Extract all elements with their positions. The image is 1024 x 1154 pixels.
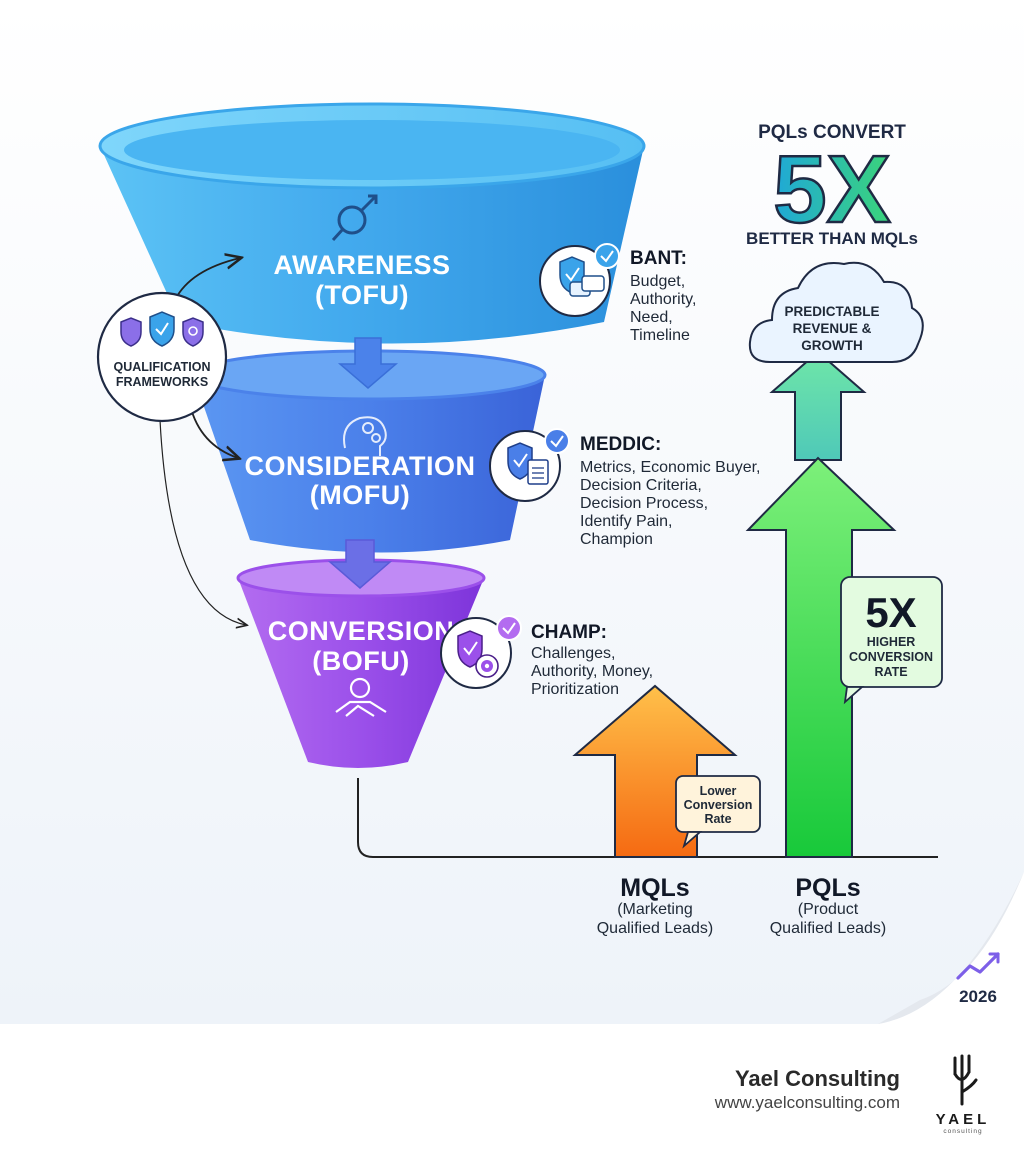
mql-arrow: Lower Conversion Rate bbox=[572, 684, 761, 858]
pql-callout-line: CONVERSION bbox=[849, 650, 933, 664]
qualification-label-line1: QUALIFICATION bbox=[114, 360, 211, 374]
check-badge-icon bbox=[594, 243, 620, 269]
framework-champ: CHAMP: Challenges, Authority, Money, Pri… bbox=[440, 615, 653, 698]
chat-icon bbox=[581, 275, 605, 292]
logo-sub: consulting bbox=[943, 1128, 982, 1135]
pql-callout bbox=[840, 576, 943, 688]
bant-line: Budget, bbox=[630, 273, 685, 290]
cloud-line: PREDICTABLE bbox=[784, 304, 879, 319]
analytics-search-icon bbox=[331, 194, 378, 242]
stage-sub-consideration: (MOFU) bbox=[310, 480, 410, 510]
brain-gear-icon bbox=[343, 416, 387, 456]
check-badge-icon bbox=[496, 615, 522, 641]
champ-line: Challenges, bbox=[531, 645, 616, 662]
champ-line: Authority, Money, bbox=[531, 663, 653, 680]
meddic-line: Decision Criteria, bbox=[580, 477, 702, 494]
pql-callout-line: HIGHER bbox=[867, 635, 916, 649]
shield-icon bbox=[457, 630, 483, 668]
funnel-baseline bbox=[357, 778, 938, 858]
pql-callout-big: 5X bbox=[865, 589, 916, 636]
meddic-line: Champion bbox=[580, 531, 653, 548]
mql-callout-line: Rate bbox=[704, 812, 731, 826]
stage-title-awareness: AWARENESS bbox=[273, 250, 450, 280]
mql-callout-line: Lower bbox=[700, 784, 737, 798]
pql-arrow: 5X HIGHER CONVERSION RATE bbox=[745, 456, 943, 858]
pql-line1: (Product bbox=[798, 901, 859, 918]
stage-title-conversion: CONVERSION bbox=[268, 616, 455, 646]
mql-callout bbox=[675, 775, 761, 833]
revenue-cloud: PREDICTABLE REVENUE & GROWTH bbox=[748, 261, 924, 363]
qualification-frameworks-badge: QUALIFICATION FRAMEWORKS bbox=[96, 258, 246, 625]
cloud-line: REVENUE & bbox=[793, 321, 872, 336]
year-badge: 2026 bbox=[956, 952, 1000, 1006]
page-curl bbox=[878, 872, 1024, 1024]
bant-title: BANT: bbox=[630, 248, 687, 269]
framework-bant: BANT: Budget, Authority, Need, Timeline bbox=[539, 243, 696, 344]
qualification-label-line2: FRAMEWORKS bbox=[116, 375, 208, 389]
headline-line2: BETTER THAN MQLs bbox=[746, 229, 918, 248]
funnel-stage-conversion: CONVERSION (BOFU) bbox=[236, 558, 486, 768]
headline-big: 5X bbox=[773, 136, 890, 243]
logo-text: YAEL bbox=[936, 1111, 991, 1128]
stage-sub-awareness: (TOFU) bbox=[315, 280, 409, 310]
funnel-stage-awareness: AWARENESS (TOFU) bbox=[98, 102, 646, 344]
document-icon bbox=[527, 459, 549, 485]
connector-to-conversion bbox=[159, 419, 246, 625]
champ-line: Prioritization bbox=[531, 681, 619, 698]
pql-callout-line: RATE bbox=[874, 665, 907, 679]
headline: PQLs CONVERT 5X BETTER THAN MQLs bbox=[746, 122, 918, 248]
trend-up-icon bbox=[956, 952, 1000, 980]
meddic-line: Decision Process, bbox=[580, 495, 708, 512]
footer: Yael Consulting www.yaelconsulting.com Y… bbox=[714, 1054, 991, 1135]
pql-line2: Qualified Leads) bbox=[770, 920, 887, 937]
mql-callout-line: Conversion bbox=[684, 798, 753, 812]
meddic-line: Identify Pain, bbox=[580, 513, 673, 530]
mql-label: MQLs (Marketing Qualified Leads) bbox=[597, 874, 714, 937]
mql-line2: Qualified Leads) bbox=[597, 920, 714, 937]
flow-arrow-mofu-bofu bbox=[327, 539, 393, 589]
stage-title-consideration: CONSIDERATION bbox=[244, 451, 475, 481]
growth-arrow bbox=[769, 350, 867, 461]
shield-icon bbox=[120, 311, 204, 347]
stage-sub-conversion: (BOFU) bbox=[312, 646, 409, 676]
handshake-icon bbox=[335, 677, 387, 717]
cloud-line: GROWTH bbox=[801, 338, 863, 353]
mql-line1: (Marketing bbox=[617, 901, 693, 918]
bant-line: Timeline bbox=[630, 327, 690, 344]
year-text: 2026 bbox=[959, 987, 997, 1006]
mql-title: MQLs bbox=[620, 874, 689, 902]
meddic-line: Metrics, Economic Buyer, bbox=[580, 459, 761, 476]
framework-meddic: MEDDIC: Metrics, Economic Buyer, Decisio… bbox=[489, 428, 761, 548]
champ-title: CHAMP: bbox=[531, 622, 607, 643]
pql-title: PQLs bbox=[795, 874, 860, 902]
pql-label: PQLs (Product Qualified Leads) bbox=[770, 874, 887, 937]
bant-line: Need, bbox=[630, 309, 673, 326]
meddic-title: MEDDIC: bbox=[580, 434, 661, 455]
headline-line1: PQLs CONVERT bbox=[758, 122, 906, 143]
yael-logo-icon bbox=[953, 1054, 978, 1106]
brand-url: www.yaelconsulting.com bbox=[714, 1093, 900, 1112]
check-badge-icon bbox=[544, 428, 570, 454]
brand-name: Yael Consulting bbox=[735, 1066, 900, 1091]
flow-arrow-tofu-mofu bbox=[337, 337, 399, 389]
bant-line: Authority, bbox=[630, 291, 696, 308]
